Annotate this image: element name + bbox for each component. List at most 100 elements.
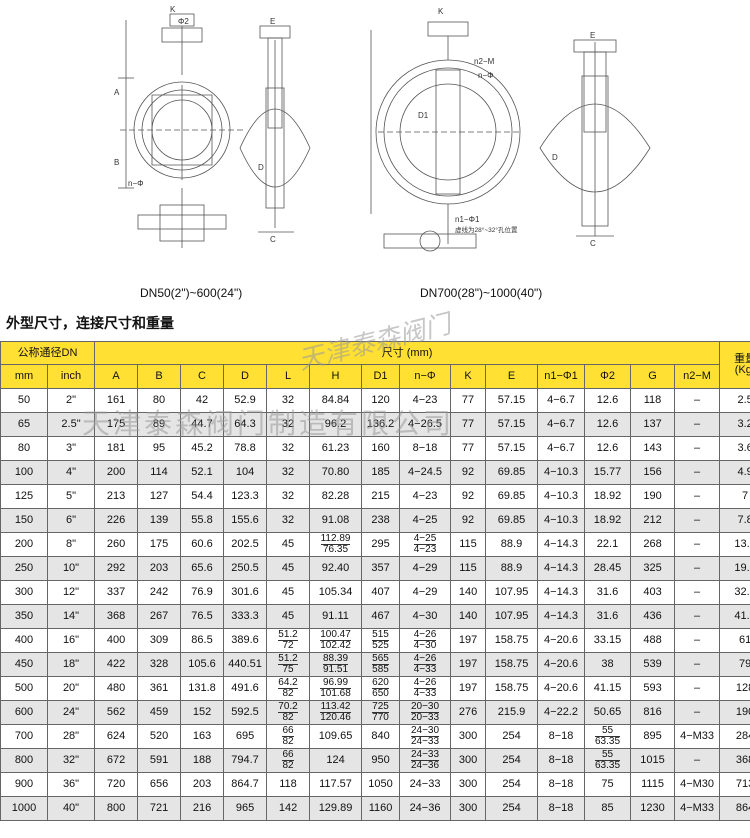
table-cell: 24" <box>46 700 96 725</box>
table-cell: 45.2 <box>180 436 225 461</box>
table-cell: 123.3 <box>223 484 268 509</box>
sub-header-cell: C <box>180 364 225 389</box>
table-cell: 965 <box>223 796 268 821</box>
table-cell: 4−30 <box>399 604 452 629</box>
table-cell: 92.40 <box>309 556 363 581</box>
table-cell: 8−18 <box>537 724 586 749</box>
table-cell: 593 <box>630 676 676 701</box>
table-cell: – <box>674 580 721 605</box>
table-cell: 105.6 <box>180 652 225 677</box>
table-cell: 5" <box>46 484 96 509</box>
table-cell: 86.5 <box>180 628 225 653</box>
table-cell: 4−26.5 <box>399 412 452 437</box>
table-cell: 52.9 <box>223 388 268 413</box>
table-cell: 64.3 <box>223 412 268 437</box>
table-cell: 92 <box>450 460 487 485</box>
table-cell: 158.75 <box>485 676 539 701</box>
label-c-left: C <box>270 235 276 244</box>
sub-header-cell: G <box>630 364 676 389</box>
table-cell: 115 <box>450 556 487 581</box>
table-cell: 268 <box>630 532 676 557</box>
table-cell: 3.6 <box>719 436 750 461</box>
table-cell: 500 <box>0 676 48 701</box>
sub-header-cell: Φ2 <box>584 364 632 389</box>
table-cell: 142 <box>266 796 311 821</box>
table-cell: 672 <box>94 748 139 773</box>
table-cell: 215 <box>361 484 401 509</box>
label-nphi-right: n−Φ <box>478 71 494 80</box>
table-cell: – <box>674 700 721 725</box>
table-cell: 45 <box>266 556 311 581</box>
table-cell: 32 <box>266 508 311 533</box>
table-cell: 8−18 <box>537 772 586 797</box>
table-cell: 79 <box>719 652 750 677</box>
label-nphi-left: n−Φ <box>128 179 144 188</box>
table-cell: 152 <box>180 700 225 725</box>
table-cell: 864.7 <box>223 772 268 797</box>
table-cell: 895 <box>630 724 676 749</box>
sub-header-cell: H <box>309 364 363 389</box>
table-cell: 32 <box>266 484 311 509</box>
table-cell: 80 <box>0 436 48 461</box>
table-cell: 32.5 <box>719 580 750 605</box>
table-cell: 40" <box>46 796 96 821</box>
table-cell: 140 <box>450 580 487 605</box>
sub-header-cell: K <box>450 364 487 389</box>
table-cell: 18.92 <box>584 508 632 533</box>
table-cell: 254 <box>485 772 539 797</box>
table-cell: 12.6 <box>584 412 632 437</box>
table-cell: 4−24.5 <box>399 460 452 485</box>
table-cell: 301.6 <box>223 580 268 605</box>
table-cell: – <box>674 436 721 461</box>
table-cell: 1015 <box>630 748 676 773</box>
table-cell: 450 <box>0 652 48 677</box>
table-cell: 84.84 <box>309 388 363 413</box>
table-cell: 96.2 <box>309 412 363 437</box>
table-cell: 368 <box>719 748 750 773</box>
table-cell: 300 <box>450 796 487 821</box>
label-k-right: K <box>438 7 444 16</box>
table-cell: 422 <box>94 652 139 677</box>
table-cell: 950 <box>361 748 401 773</box>
table-cell: 104 <box>223 460 268 485</box>
table-cell: 800 <box>94 796 139 821</box>
table-cell: 117.57 <box>309 772 363 797</box>
table-cell: 1050 <box>361 772 401 797</box>
table-cell: 61.23 <box>309 436 363 461</box>
label-phi2-left: Φ2 <box>178 17 189 26</box>
sub-header-cell: n−Φ <box>399 364 452 389</box>
table-cell: 143 <box>630 436 676 461</box>
table-cell: 24−33 <box>399 772 452 797</box>
table-cell: 124 <box>309 748 363 773</box>
table-cell: 61 <box>719 628 750 653</box>
table-cell: – <box>674 460 721 485</box>
table-cell: 389.6 <box>223 628 268 653</box>
label-b-left: B <box>114 158 119 167</box>
table-cell: 4−25 <box>399 508 452 533</box>
table-cell: 128 <box>719 676 750 701</box>
table-cell: 337 <box>94 580 139 605</box>
table-cell: 520 <box>137 724 182 749</box>
table-cell: 197 <box>450 676 487 701</box>
table-cell: 600 <box>0 700 48 725</box>
table-cell: 4−14.3 <box>537 604 586 629</box>
table-cell: – <box>674 508 721 533</box>
table-cell: 4−29 <box>399 580 452 605</box>
header-weight: 重量 (Kg) <box>719 341 750 389</box>
sub-header-cell: D <box>223 364 268 389</box>
table-cell: 8" <box>46 532 96 557</box>
table-cell: 292 <box>94 556 139 581</box>
sub-header-cell: D1 <box>361 364 401 389</box>
table-cell: 4−10.3 <box>537 508 586 533</box>
